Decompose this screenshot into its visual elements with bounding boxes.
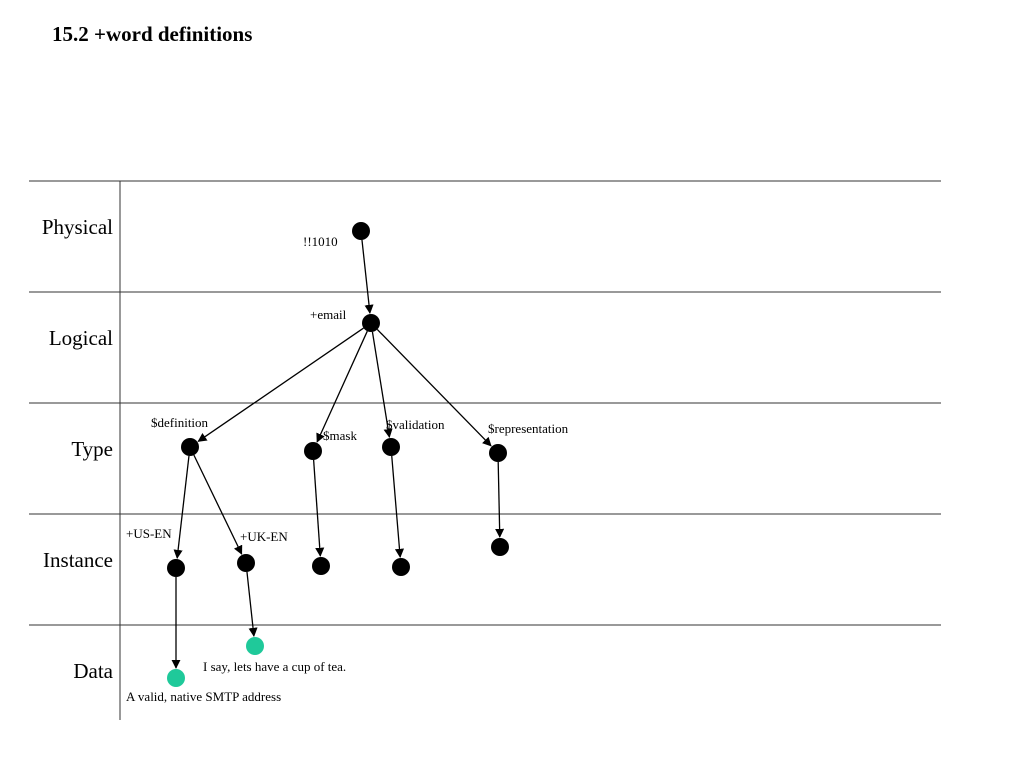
edge-definition-to-usen [173, 455, 190, 559]
node-n1010 [352, 222, 370, 240]
node-label-definition: $definition [151, 415, 209, 430]
edge-uken-to-ukdata [246, 571, 258, 637]
lane-label-instance: Instance [43, 548, 113, 572]
edges [171, 239, 505, 669]
node-validation [382, 438, 400, 456]
node-label-mask: $mask [323, 428, 357, 443]
node-label-email: +email [310, 307, 347, 322]
edge-n1010-to-email [361, 239, 374, 314]
node-repinst [491, 538, 509, 556]
node-label-n1010: !!1010 [303, 234, 338, 249]
node-ukdata [246, 637, 264, 655]
node-mask [304, 442, 322, 460]
edge-definition-to-uken [193, 454, 243, 555]
edge-email-to-mask [316, 330, 368, 443]
node-usdata [167, 669, 185, 687]
lane-label-data: Data [73, 659, 113, 683]
node-uken [237, 554, 255, 572]
node-validinst [392, 558, 410, 576]
node-maskinst [312, 557, 330, 575]
edge-representation-to-repinst [495, 461, 505, 538]
node-email [362, 314, 380, 332]
node-label-validation: $validation [386, 417, 445, 432]
edge-email-to-definition [197, 327, 364, 442]
edge-mask-to-maskinst [312, 459, 325, 557]
nodes: !!1010 +email $definition $mask $validation $… [126, 222, 569, 704]
node-label-uken: +UK-EN [240, 529, 288, 544]
lane-label-physical: Physical [42, 215, 113, 239]
node-label-usen: +US-EN [126, 526, 172, 541]
lane-label-logical: Logical [49, 326, 113, 350]
node-label-representation: $representation [488, 421, 569, 436]
lane-label-type: Type [71, 437, 113, 461]
node-label-usdata: A valid, native SMTP address [126, 689, 281, 704]
edge-validation-to-validinst [391, 455, 405, 558]
node-definition [181, 438, 199, 456]
node-usen [167, 559, 185, 577]
edge-email-to-representation [376, 328, 492, 447]
page-title: 15.2 +word definitions [52, 22, 253, 46]
node-representation [489, 444, 507, 462]
edge-email-to-validation [371, 331, 393, 439]
node-label-ukdata: I say, lets have a cup of tea. [203, 659, 346, 674]
